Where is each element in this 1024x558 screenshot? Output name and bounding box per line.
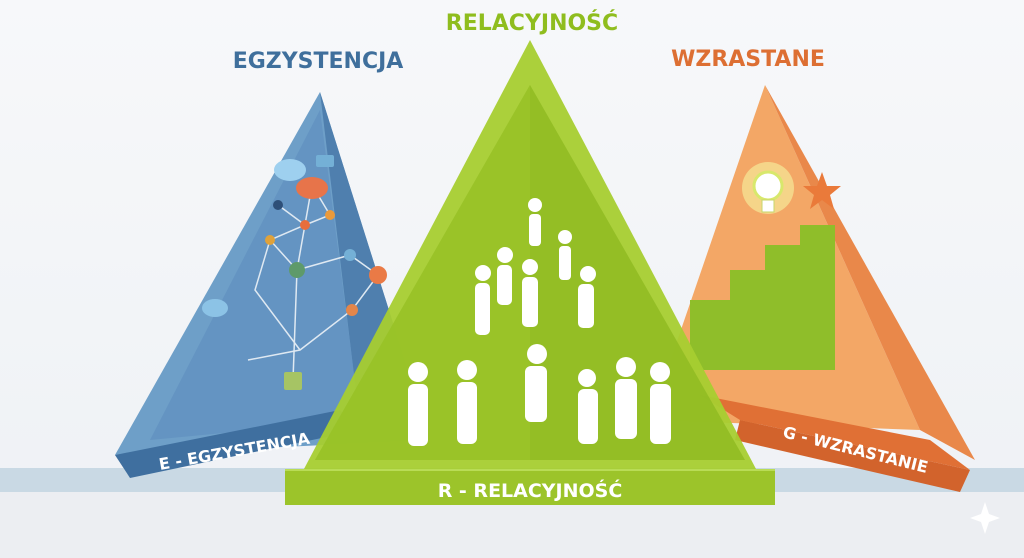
stairs-icon [690,225,835,370]
person-icon [578,266,596,328]
wzrastanie-pyramid: G - WZRASTANIE [650,85,975,492]
person-icon [650,362,671,444]
person-icon [578,369,598,444]
person-icon [615,357,637,439]
egzystencja-pyramid: E - EGZYSTENCJA [115,92,430,478]
person-icon [475,265,491,335]
relacyjnosc-label: R - RELACYJNOŚĆ [438,478,623,502]
relacyjnosc-title: RELACYJNOŚĆ [446,10,618,36]
sparkle-icon [970,502,1000,534]
wzrastane-title: WZRASTANE [671,47,825,72]
person-icon [558,230,572,280]
person-icon [457,360,477,444]
person-icon [528,198,542,246]
person-icon [408,362,428,446]
person-icon [525,344,547,422]
egzystencja-title: EGZYSTENCJA [233,49,404,74]
person-icon [497,247,513,305]
speech-bubble-icon [274,155,334,199]
star-icon [803,172,841,209]
person-icon [522,259,538,327]
lightbulb-icon [742,162,794,214]
